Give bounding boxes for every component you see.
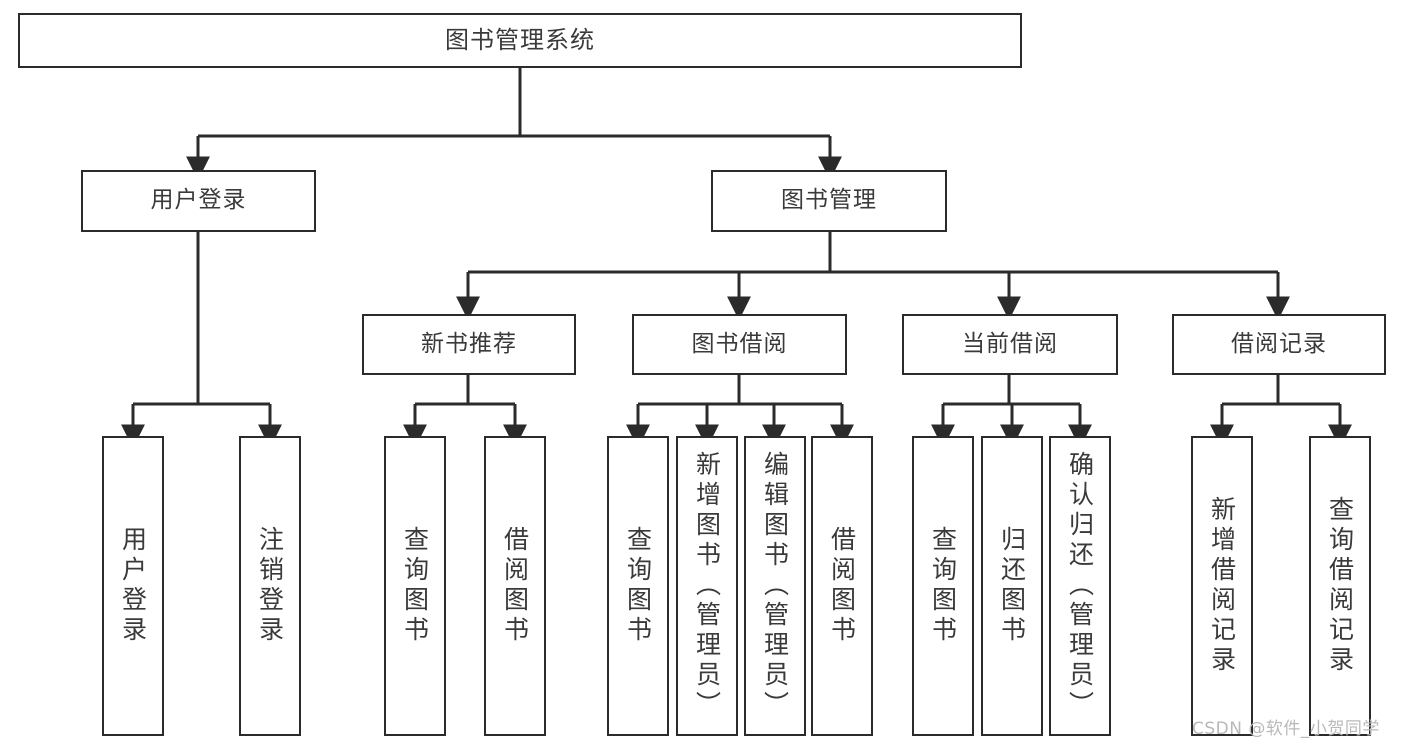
node-new-book-recommend[interactable]: 新书推荐 [362, 314, 576, 375]
node-current-borrow[interactable]: 当前借阅 [902, 314, 1118, 375]
node-user-login-label: 用户登录 [150, 187, 247, 214]
node-book-management-label: 图书管理 [781, 187, 877, 214]
leaf-label: 查询图书 [400, 526, 430, 646]
leaf-label: 查询图书 [623, 526, 653, 646]
leaf-label: 借阅图书 [500, 526, 530, 646]
leaf-borrow-edit-book-admin[interactable]: 编辑图书（管理员） [744, 436, 806, 736]
leaf-label: 新增借阅记录 [1207, 496, 1237, 676]
node-root[interactable]: 图书管理系统 [18, 13, 1022, 68]
leaf-borrow-query-book[interactable]: 查询图书 [607, 436, 669, 736]
leaf-borrow-add-book-admin[interactable]: 新增图书（管理员） [676, 436, 738, 736]
leaf-current-query-book[interactable]: 查询图书 [912, 436, 974, 736]
node-current-borrow-label: 当前借阅 [962, 330, 1058, 357]
leaf-record-query[interactable]: 查询借阅记录 [1309, 436, 1371, 736]
leaf-label: 查询借阅记录 [1325, 496, 1355, 676]
leaf-label: 注销登录 [255, 526, 285, 646]
leaf-current-confirm-return-admin[interactable]: 确认归还（管理员） [1049, 436, 1111, 736]
node-root-label: 图书管理系统 [445, 26, 595, 55]
node-book-management[interactable]: 图书管理 [711, 170, 947, 232]
leaf-user-login-login[interactable]: 用户登录 [102, 436, 164, 736]
node-borrow-record[interactable]: 借阅记录 [1172, 314, 1386, 375]
leaf-label: 查询图书 [928, 526, 958, 646]
leaf-label: 借阅图书 [827, 526, 857, 646]
node-book-borrow-label: 图书借阅 [691, 330, 788, 357]
leaf-new-book-query[interactable]: 查询图书 [384, 436, 446, 736]
leaf-label: 新增图书（管理员） [692, 451, 722, 721]
leaf-label: 确认归还（管理员） [1065, 451, 1095, 721]
leaf-user-login-logout[interactable]: 注销登录 [239, 436, 301, 736]
leaf-label: 归还图书 [997, 526, 1027, 646]
leaf-label: 编辑图书（管理员） [760, 451, 790, 721]
leaf-borrow-borrow-book[interactable]: 借阅图书 [811, 436, 873, 736]
leaf-new-book-borrow[interactable]: 借阅图书 [484, 436, 546, 736]
node-borrow-record-label: 借阅记录 [1231, 330, 1327, 357]
node-new-book-recommend-label: 新书推荐 [421, 330, 517, 357]
leaf-current-return-book[interactable]: 归还图书 [981, 436, 1043, 736]
leaf-label: 用户登录 [118, 526, 148, 646]
leaf-record-add[interactable]: 新增借阅记录 [1191, 436, 1253, 736]
node-user-login[interactable]: 用户登录 [81, 170, 316, 232]
node-book-borrow[interactable]: 图书借阅 [632, 314, 847, 375]
